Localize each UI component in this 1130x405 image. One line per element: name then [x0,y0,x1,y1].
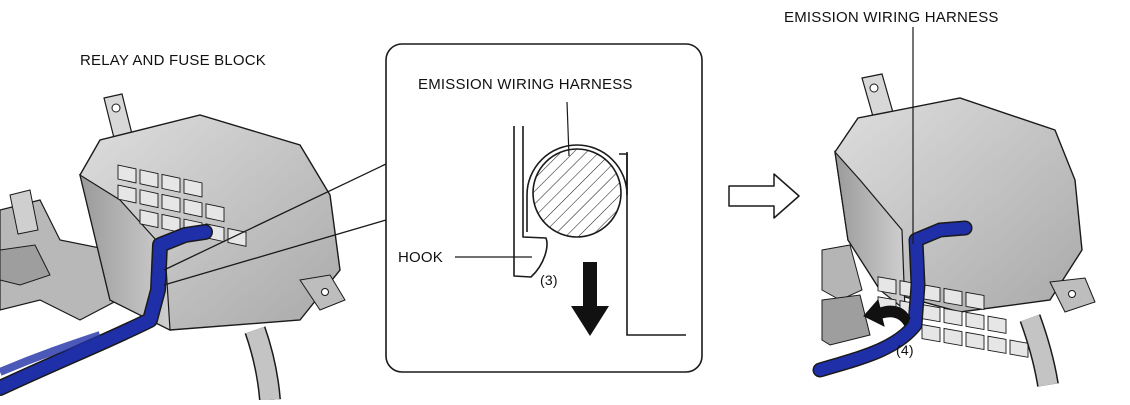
harness-cross-section [532,148,622,238]
hook-label: HOOK [398,249,443,266]
emission-harness-detail-label: EMISSION WIRING HARNESS [418,76,633,93]
relay-fuse-block-left [0,93,346,401]
clip-wrap [526,144,628,232]
emission-harness-result-label: EMISSION WIRING HARNESS [784,9,999,26]
detail-callout-box [385,43,703,373]
down-arrow-icon [571,262,609,336]
harness-leader [566,101,570,157]
step-3-label: (3) [540,272,558,288]
curved-arrow-icon [863,298,911,327]
hook-profile [513,126,548,278]
relay-fuse-block-label: RELAY AND FUSE BLOCK [80,52,267,69]
emission-harness-left [0,224,213,396]
step-4-label: (4) [896,342,914,358]
hollow-right-arrow-icon [728,173,800,219]
callout-leader-lines [163,163,387,286]
emission-harness-right [812,220,973,378]
